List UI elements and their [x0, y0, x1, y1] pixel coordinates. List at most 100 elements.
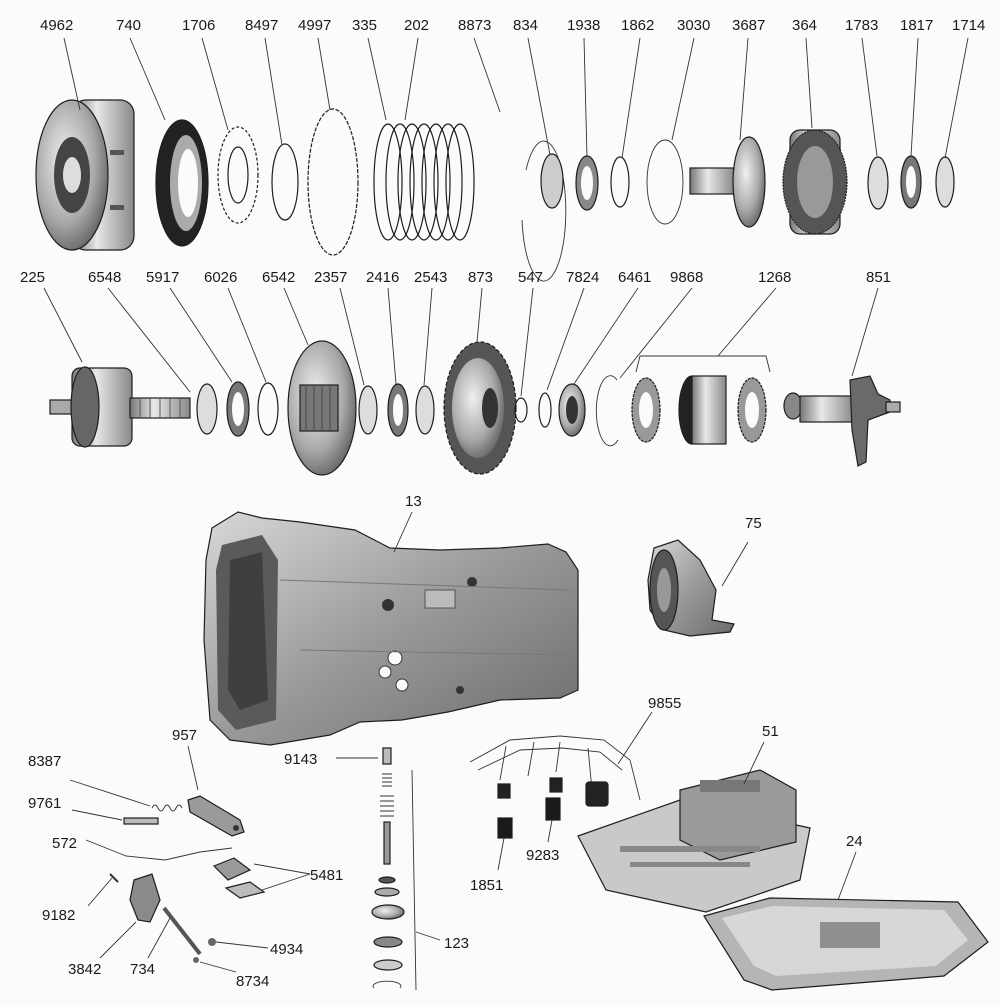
part-8387-spring: [151, 804, 183, 812]
part-2357-washer: [358, 385, 378, 435]
part-547-ring: [514, 397, 528, 423]
label-8734: 8734: [236, 973, 269, 990]
linkage-labels: 957 8387 9761 572 9182 5481 3842 734 493…: [28, 727, 343, 990]
label-51: 51: [762, 723, 779, 740]
label-9855: 9855: [648, 695, 681, 712]
part-1706-return-spring: [217, 126, 259, 224]
label-6461: 6461: [618, 269, 651, 286]
part-1938-bearing: [575, 155, 599, 211]
part-5481-detent: [212, 857, 266, 899]
part-9283-solenoid: [545, 797, 561, 821]
part-834-washer: [540, 153, 564, 209]
part-3030-snap-ring: [646, 139, 684, 225]
part-4934-clip: [208, 938, 216, 946]
part-24-oil-pan: [703, 897, 989, 991]
label-3030: 3030: [677, 17, 710, 34]
label-9868: 9868: [670, 269, 703, 286]
label-2416: 2416: [366, 269, 399, 286]
part-225-planetary-shaft: [49, 366, 191, 448]
label-8873: 8873: [458, 17, 491, 34]
part-13-transmission-case: [203, 511, 579, 746]
part-2543-washer: [415, 385, 435, 435]
part-6461-bearing: [558, 383, 586, 437]
label-24: 24: [846, 833, 863, 850]
leader-123: [415, 931, 441, 941]
label-5481: 5481: [310, 867, 343, 884]
part-1783-washer: [867, 156, 889, 210]
label-6026: 6026: [204, 269, 237, 286]
label-572: 572: [52, 835, 77, 852]
row-1-leaders: [63, 37, 969, 159]
part-1817-bearing: [900, 155, 922, 209]
part-8734-pin: [193, 957, 199, 963]
part-6026-washer: [257, 382, 279, 436]
label-851: 851: [866, 269, 891, 286]
label-834: 834: [513, 17, 538, 34]
leader-51: [743, 741, 765, 785]
row-2-parts: [49, 340, 901, 476]
label-6542: 6542: [262, 269, 295, 286]
linkage-parts: [109, 795, 266, 963]
label-6548: 6548: [88, 269, 121, 286]
label-364: 364: [792, 17, 817, 34]
part-873-drum: [443, 341, 517, 475]
label-4934: 4934: [270, 941, 303, 958]
label-13: 13: [405, 493, 422, 510]
label-2543: 2543: [414, 269, 447, 286]
label-202: 202: [404, 17, 429, 34]
part-572-rod: [125, 847, 233, 861]
row-2-labels: 225 6548 5917 6026 6542 2357 2416 2543 8…: [20, 269, 891, 286]
linkage-leaders: [69, 745, 311, 973]
label-9761: 9761: [28, 795, 61, 812]
label-5917: 5917: [146, 269, 179, 286]
part-9761-pin: [123, 817, 159, 825]
label-4997: 4997: [298, 17, 331, 34]
part-3687-shaft: [689, 136, 766, 228]
label-1862: 1862: [621, 17, 654, 34]
label-734: 734: [130, 961, 155, 978]
part-75-tail-housing: [647, 539, 735, 637]
label-740: 740: [116, 17, 141, 34]
leader-24: [837, 851, 857, 901]
label-1851: 1851: [470, 877, 503, 894]
part-123-valve-stack: [371, 747, 405, 989]
label-1268: 1268: [758, 269, 791, 286]
part-734-rod: [162, 906, 202, 956]
label-9283: 9283: [526, 847, 559, 864]
label-8387: 8387: [28, 753, 61, 770]
part-335-202-clutch-pack: [373, 123, 475, 241]
label-335: 335: [352, 17, 377, 34]
label-873: 873: [468, 269, 493, 286]
label-4962: 4962: [40, 17, 73, 34]
part-957-lever: [187, 795, 245, 837]
label-2357: 2357: [314, 269, 347, 286]
label-8497: 8497: [245, 17, 278, 34]
part-1268-bearing-set: [631, 375, 767, 445]
label-1817: 1817: [900, 17, 933, 34]
label-7824: 7824: [566, 269, 599, 286]
leaders-wiring: [497, 711, 653, 871]
part-8497-snap-ring: [271, 143, 299, 221]
label-957: 957: [172, 727, 197, 744]
label-3687: 3687: [732, 17, 765, 34]
part-7824-ring: [538, 392, 552, 428]
part-51-valve-body: [577, 769, 811, 913]
label-123: 123: [444, 935, 469, 952]
part-3842-manual-valve-lever: [129, 873, 161, 923]
label-1714: 1714: [952, 17, 985, 34]
label-1783: 1783: [845, 17, 878, 34]
part-364-ring-gear: [782, 129, 848, 235]
label-1938: 1938: [567, 17, 600, 34]
part-4962-clutch-drum: [35, 99, 135, 251]
part-1851-solenoid: [497, 817, 513, 839]
leader-13: [393, 511, 413, 553]
part-5917-bearing: [226, 381, 250, 437]
part-2416-bearing: [387, 383, 409, 437]
label-9182: 9182: [42, 907, 75, 924]
label-225: 225: [20, 269, 45, 286]
label-1706: 1706: [182, 17, 215, 34]
part-740-seal: [155, 119, 209, 247]
leader-75: [721, 541, 749, 587]
row-1-parts: [35, 99, 955, 282]
